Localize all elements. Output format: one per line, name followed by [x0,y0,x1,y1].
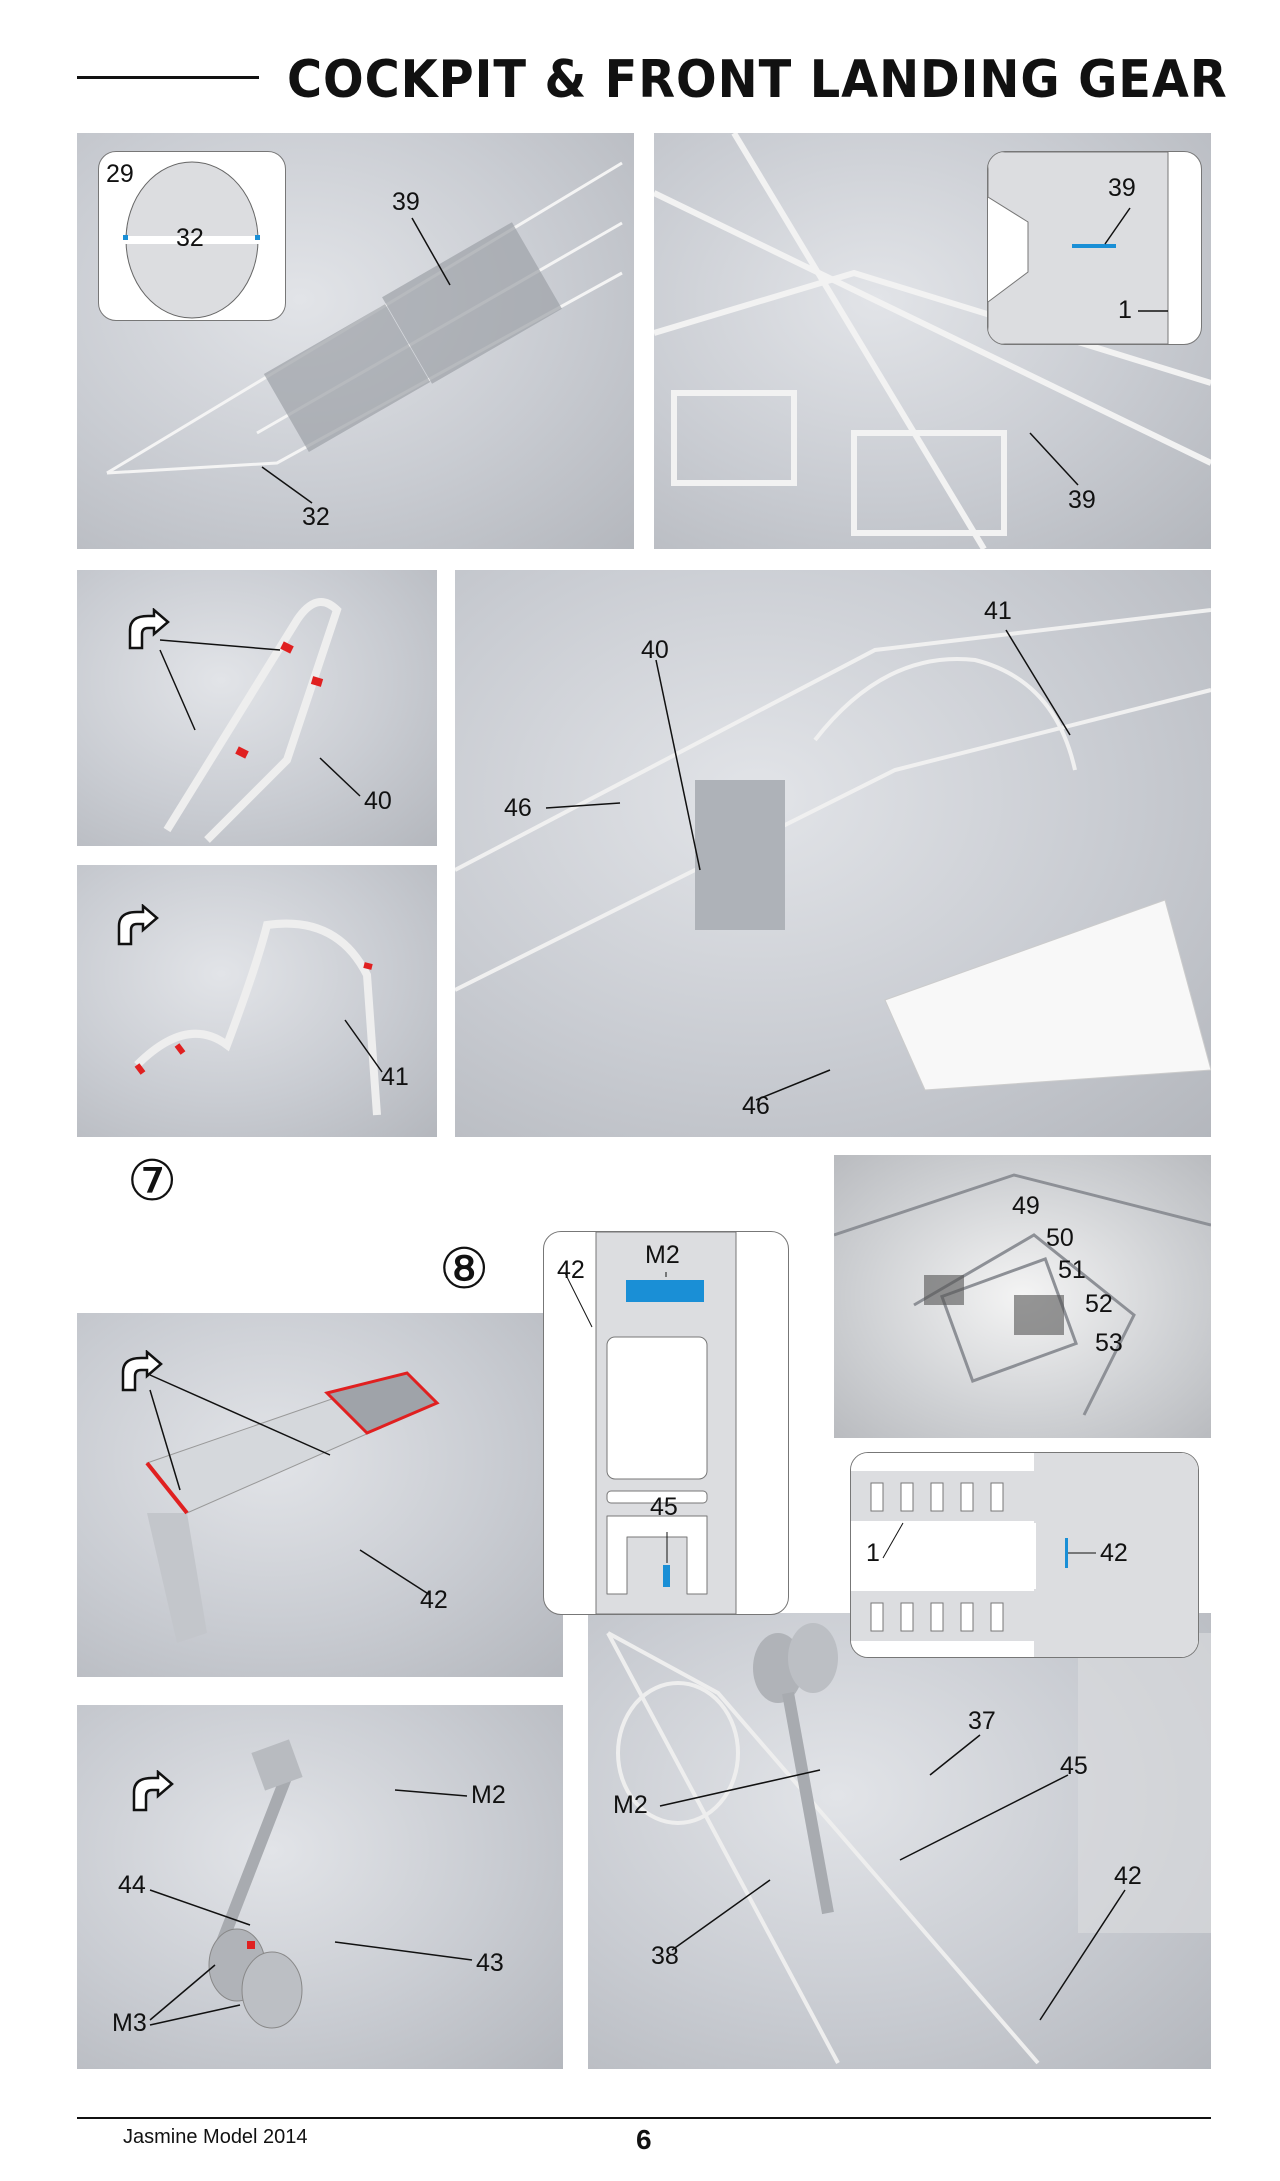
label-29: 29 [106,160,134,188]
rotate-arrow-icon [121,1350,163,1392]
footer-brand: Jasmine Model 2014 [123,2126,308,2148]
label-50: 50 [1046,1224,1074,1252]
label-39: 39 [1068,486,1096,514]
label-53: 53 [1095,1329,1123,1357]
step-7-marker: ⑦ [127,1149,178,1212]
label-37: 37 [968,1707,996,1735]
rotate-arrow-icon [128,608,170,650]
photo-frames-49-53 [834,1155,1211,1438]
label-38: 38 [651,1942,679,1970]
label-41: 41 [381,1063,409,1091]
label-42: 42 [1100,1539,1128,1567]
label-42: 42 [557,1256,585,1284]
label-40: 40 [364,787,392,815]
label-45: 45 [1060,1752,1088,1780]
inset-part-42-layout [543,1231,789,1615]
label-49: 49 [1012,1192,1040,1220]
label-M3: M3 [112,2009,147,2037]
inset-bulkhead-29 [98,151,286,321]
label-45: 45 [650,1493,678,1521]
inset-part-39 [987,151,1202,345]
label-41: 41 [984,597,1012,625]
footer-rule [77,2117,1211,2119]
label-40: 40 [641,636,669,664]
label-32: 32 [302,503,330,531]
photo-front-landing-gear [77,1705,563,2069]
label-M2: M2 [613,1791,648,1819]
photo-gear-installed [588,1613,1211,2069]
label-42: 42 [420,1586,448,1614]
inset-part-1-42-layout [850,1452,1199,1658]
title-rule [77,76,259,79]
photo-part-40 [77,570,437,846]
label-1-inset: 1 [1118,296,1132,324]
rotate-arrow-icon [117,904,159,946]
label-43: 43 [476,1949,504,1977]
rotate-arrow-icon [132,1770,174,1812]
label-M2: M2 [645,1241,680,1269]
label-46: 46 [504,794,532,822]
photo-part-41 [77,865,437,1137]
label-44: 44 [118,1871,146,1899]
label-32-inset: 32 [176,224,204,252]
label-39: 39 [392,188,420,216]
photo-cockpit-seat [455,570,1211,1137]
label-39-inset: 39 [1108,174,1136,202]
label-51: 51 [1058,1256,1086,1284]
page-number: 6 [636,2124,652,2155]
label-52: 52 [1085,1290,1113,1318]
label-1: 1 [866,1539,880,1567]
page-title: COCKPIT & FRONT LANDING GEAR [287,50,1228,110]
label-42: 42 [1114,1862,1142,1890]
label-M2: M2 [471,1781,506,1809]
label-46: 46 [742,1092,770,1120]
step-8-marker: ⑧ [439,1237,490,1300]
